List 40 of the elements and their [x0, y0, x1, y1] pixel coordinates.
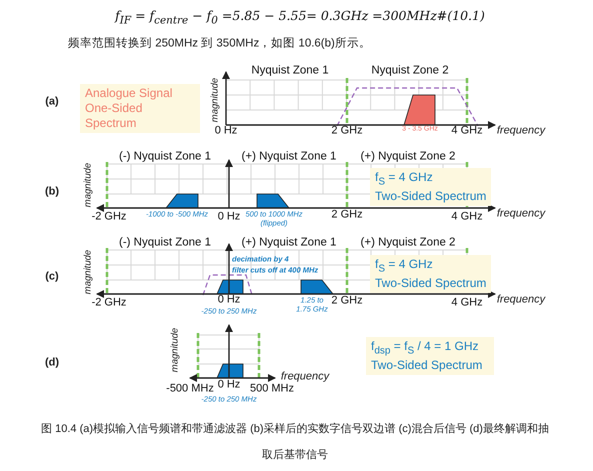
caption: 图 10.4 (a)模拟输入信号频谱和带通滤波器 (b)采样后的实数字信号双边谱 (c)混合后信号 (d)最终解调和抽取后基带信号: [40, 422, 550, 463]
info-box: Analogue Signal One-Sided Spectrum: [80, 84, 200, 133]
axis-label: magnitude: [210, 78, 220, 122]
tick-label: -2 GHz: [92, 298, 126, 308]
tick-label: 2 GHz: [331, 296, 363, 306]
tick-label: -2 GHz: [92, 212, 126, 222]
axis-label: magnitude: [83, 250, 93, 294]
tick-label: 0 Hz: [218, 294, 240, 306]
tick-label: 500 MHz: [250, 384, 294, 394]
tick-label: 0 Hz: [218, 380, 240, 390]
zone-label: (-) Nyquist Zone 1: [118, 237, 212, 249]
paragraph: 频率范围转换到 250MHz 到 350MHz，如图 10.6(b)所示。: [68, 38, 371, 50]
tick-label: 4 GHz: [451, 298, 483, 308]
axis-label: magnitude: [170, 328, 180, 372]
axis-label: frequency: [496, 294, 546, 306]
tick-label: 4 GHz: [451, 212, 483, 222]
zone-label: Nyquist Zone 2: [371, 65, 449, 77]
tick-label: 4 GHz: [451, 126, 483, 136]
zone-label: Nyquist Zone 1: [251, 65, 329, 77]
panel-label: (d): [44, 358, 60, 368]
tick-label: 2 GHz: [331, 126, 363, 136]
zone-label: (+) Nyquist Zone 1: [242, 151, 336, 163]
info-box: f$_{dsp}$ = f$_{S}$ / 4 = 1 GHz Two-Sided Spectrum: [366, 337, 494, 376]
axis-label: frequency: [496, 208, 546, 220]
info-box: f$_{S}$ = 4 GHz Two-Sided Spectrum: [370, 255, 492, 294]
axis-label: magnitude: [83, 162, 93, 208]
panel-label: (a): [45, 96, 59, 108]
tick-label: 2 GHz: [331, 210, 363, 220]
info-box: f$_{S}$ = 4 GHz Two-Sided Spectrum: [370, 168, 492, 206]
axis-label: frequency: [496, 126, 546, 136]
equation: f$_{IF}$ = f$_{centre}$ − f$_{0}$ =5.85 − 5.55= 0.3GHz =300MHz#(10.1): [115, 10, 485, 26]
tick-label: -500 MHz: [166, 384, 214, 394]
zone-label: (+) Nyquist Zone 1: [242, 237, 336, 249]
zone-label: (-) Nyquist Zone 1: [118, 151, 212, 163]
panel-label: (c): [45, 272, 59, 282]
axis-label: frequency: [280, 372, 330, 382]
zone-label: (+) Nyquist Zone 2: [360, 237, 456, 249]
tick-label: 0 Hz: [218, 212, 240, 222]
tick-label: 0 Hz: [214, 126, 238, 136]
panel-label: (b): [44, 186, 60, 198]
